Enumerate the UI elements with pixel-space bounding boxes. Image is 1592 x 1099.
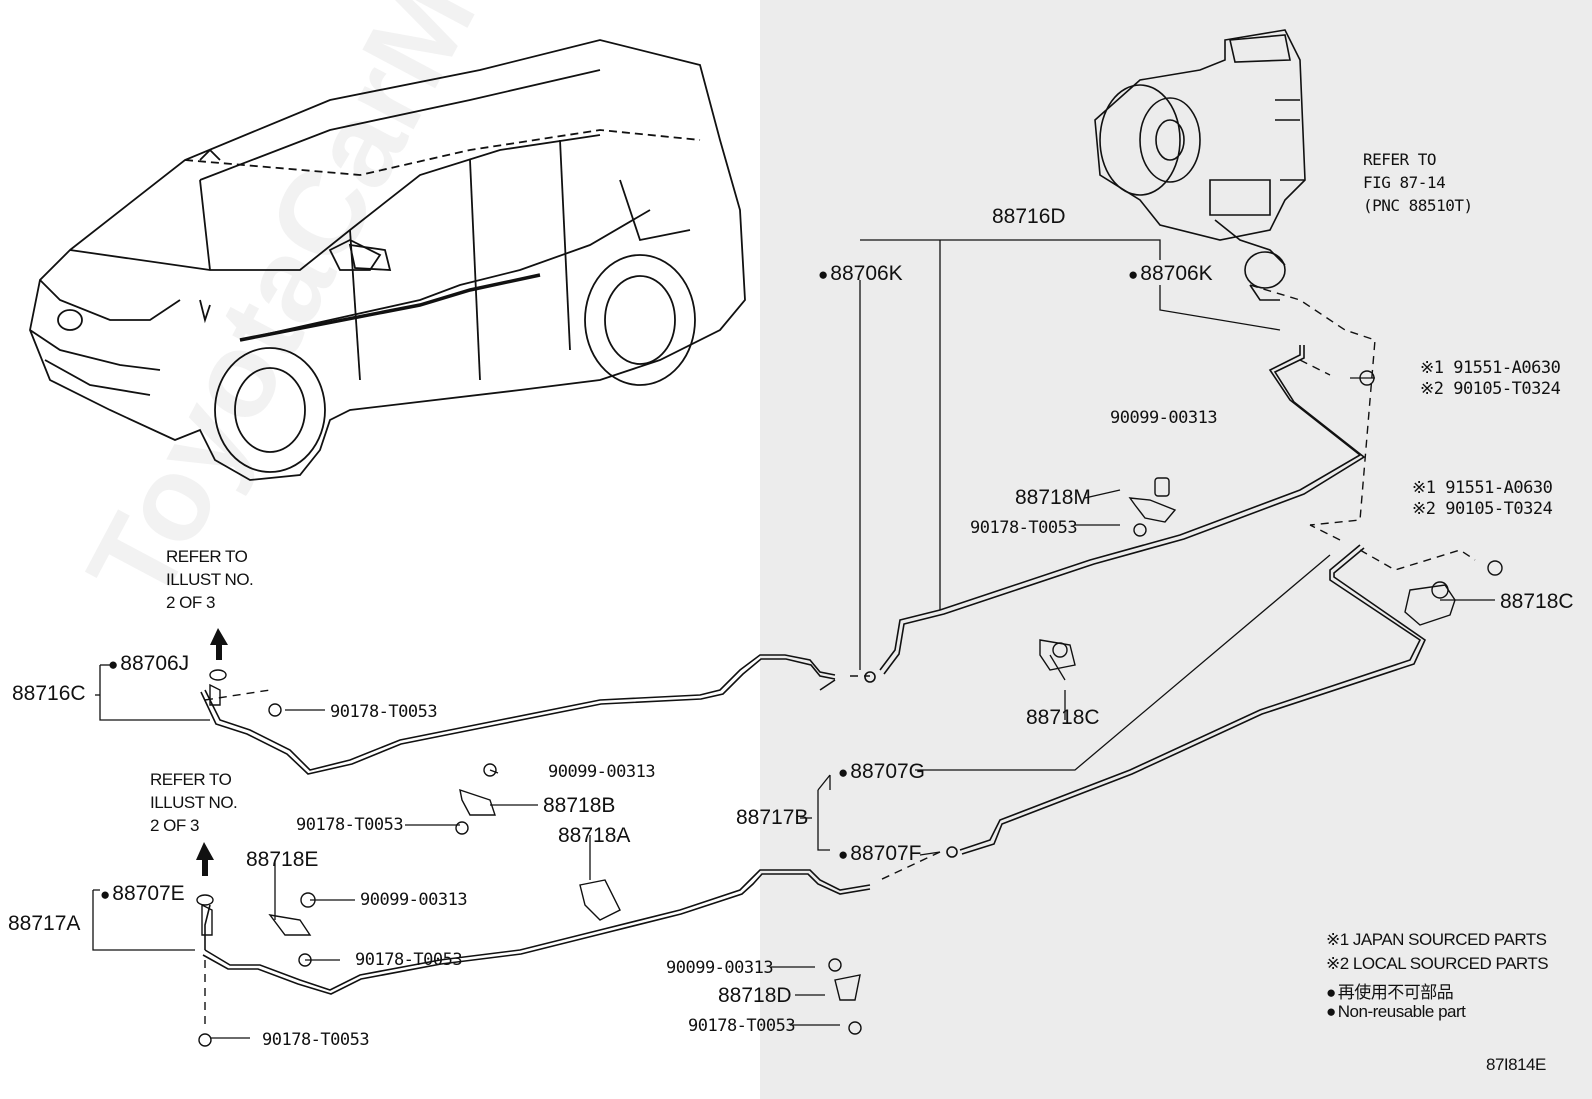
- part-88707G[interactable]: 88707G: [838, 760, 925, 784]
- part-90099-00313-left[interactable]: 90099-00313: [360, 890, 468, 910]
- part-88718M[interactable]: 88718M: [1015, 486, 1091, 509]
- pipe-88717B: [202, 544, 1427, 995]
- part-88718C-right[interactable]: 88718C: [1500, 590, 1574, 613]
- legend-non-reusable-jp: 再使用不可部品: [1326, 978, 1454, 1003]
- part-90099-00313-bottom[interactable]: 90099-00313: [666, 958, 774, 978]
- part-88717B[interactable]: 88717B: [736, 806, 809, 829]
- part-90099-00313-upper[interactable]: 90099-00313: [1110, 408, 1218, 428]
- refer-arrows: [196, 628, 228, 876]
- part-90178-T0053-left-top[interactable]: 90178-T0053: [330, 702, 438, 722]
- part-88718D[interactable]: 88718D: [718, 984, 792, 1007]
- figure-code: 87I814E: [1486, 1055, 1546, 1074]
- part-90105-T0324-mid[interactable]: ※2 90105-T0324: [1412, 499, 1553, 519]
- part-88718C-mid[interactable]: 88718C: [1026, 706, 1100, 729]
- vehicle-illustration: [29, 39, 746, 481]
- part-91551-A0630-top[interactable]: ※1 91551-A0630: [1420, 358, 1561, 378]
- part-88718A[interactable]: 88718A: [558, 824, 631, 847]
- part-88716D[interactable]: 88716D: [992, 205, 1066, 228]
- part-88706K-right[interactable]: 88706K: [1128, 262, 1212, 286]
- arrow-up-icon: [210, 628, 228, 660]
- part-88718E[interactable]: 88718E: [246, 848, 319, 871]
- refer-illust-bottom-line3: 2 OF 3: [150, 816, 199, 835]
- part-90099-00313-mid[interactable]: 90099-00313: [548, 762, 656, 782]
- refer-fig-line3: (PNC 88510T): [1363, 196, 1473, 215]
- clamp-parts: [196, 370, 1503, 1047]
- part-88706K-left[interactable]: 88706K: [818, 262, 902, 286]
- legend-japan-sourced: ※1 JAPAN SOURCED PARTS: [1326, 930, 1547, 949]
- refer-illust-bottom: REFER TO ILLUST NO. 2 OF 3: [150, 768, 238, 837]
- arrow-up-icon: [196, 842, 214, 876]
- refer-illust-top: REFER TO ILLUST NO. 2 OF 3: [166, 545, 254, 614]
- refer-illust-top-line1: REFER TO: [166, 547, 248, 566]
- part-88716C[interactable]: 88716C: [12, 682, 86, 705]
- right-panel-shade: [760, 0, 1592, 1099]
- part-88706J[interactable]: 88706J: [108, 652, 189, 676]
- refer-fig-line2: FIG 87-14: [1363, 173, 1446, 192]
- legend-non-reusable-en: Non-reusable part: [1326, 1002, 1466, 1022]
- legend-local-sourced: ※2 LOCAL SOURCED PARTS: [1326, 954, 1549, 973]
- part-91551-A0630-mid[interactable]: ※1 91551-A0630: [1412, 478, 1553, 498]
- refer-illust-bottom-line2: ILLUST NO.: [150, 793, 238, 812]
- part-90178-T0053-bottom[interactable]: 90178-T0053: [688, 1016, 796, 1036]
- part-90105-T0324-top[interactable]: ※2 90105-T0324: [1420, 379, 1561, 399]
- pipe-88716D: [200, 345, 1366, 775]
- refer-illust-top-line3: 2 OF 3: [166, 593, 215, 612]
- part-88707F[interactable]: 88707F: [838, 842, 921, 866]
- refer-fig-note: REFER TO FIG 87-14 (PNC 88510T): [1363, 148, 1473, 217]
- part-90178-T0053-mid[interactable]: 90178-T0053: [296, 815, 404, 835]
- part-90178-T0053-upper[interactable]: 90178-T0053: [970, 518, 1078, 538]
- part-88718B[interactable]: 88718B: [543, 794, 616, 817]
- part-88717A[interactable]: 88717A: [8, 912, 81, 935]
- part-90178-T0053-left-mid[interactable]: 90178-T0053: [355, 950, 463, 970]
- refer-illust-bottom-line1: REFER TO: [150, 770, 232, 789]
- part-88707E[interactable]: 88707E: [100, 882, 184, 906]
- part-90178-T0053-left-bottom[interactable]: 90178-T0053: [262, 1030, 370, 1050]
- refer-illust-top-line2: ILLUST NO.: [166, 570, 254, 589]
- rear-cooler-unit: [1094, 29, 1306, 301]
- dashed-leaders: [204, 284, 1476, 1025]
- refer-fig-line1: REFER TO: [1363, 150, 1437, 169]
- leader-lines: [92, 239, 1495, 1039]
